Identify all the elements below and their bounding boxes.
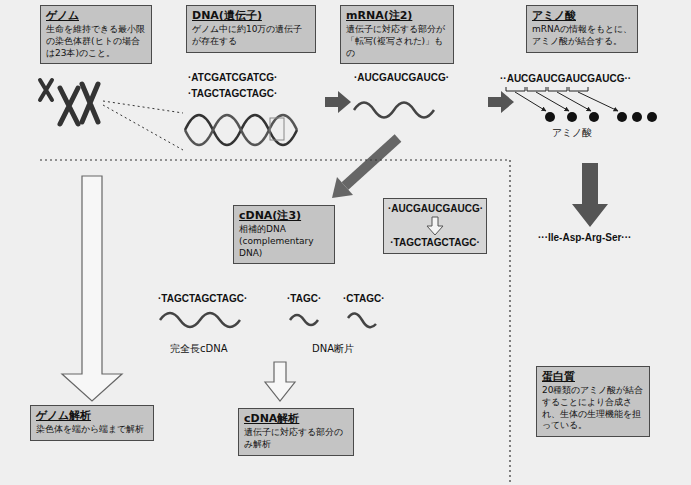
- box-heading: cDNA(注3): [239, 209, 329, 223]
- amino-acid-dot: [632, 112, 642, 122]
- sequence-box: ·AUCGAUCGAUCG· ·TAGCTAGCTAGC·: [383, 198, 487, 254]
- cdna-strand: [160, 313, 240, 327]
- dna-fragment: [290, 315, 318, 325]
- box-body: 遺伝子に対応する部分のみ解析: [244, 427, 348, 450]
- box-heading: cDNA解析: [244, 412, 348, 426]
- sequence-text: ·AUCGAUCGAUCG·: [388, 203, 482, 215]
- process-arrow: [325, 91, 351, 113]
- box-body: ゲノム中に約10万の遺伝子が存在する: [192, 24, 310, 47]
- chromosome: [60, 88, 78, 124]
- sequence-label: ·ATCGATCGATCG·: [188, 72, 277, 84]
- box-heading: mRNA(注2): [346, 9, 448, 23]
- dna-strand: [185, 115, 297, 145]
- sequence-label: ··AUCGAUCGAUCGAUCG··: [500, 73, 631, 85]
- caption-label: アミノ酸: [552, 127, 592, 139]
- outline-arrow: [62, 176, 122, 401]
- amino-acid-dot: [589, 112, 599, 122]
- zoom-line: [103, 105, 183, 150]
- sequence-label: ·TAGCTAGCTAGC·: [188, 88, 277, 100]
- box-body: 遺伝子に対応する部分が「転写(複写された)」もの: [346, 24, 448, 59]
- sequence-label: ···Ile-Asp-Arg-Ser···: [538, 232, 631, 244]
- gene-marker: [270, 118, 284, 140]
- sequence-label: ·CTAGC·: [343, 293, 384, 305]
- info-box: アミノ酸mRNAの情報をもとに、アミノ酸が結合する。: [526, 5, 638, 53]
- codon-arrow: [578, 92, 618, 111]
- amino-acid-dot: [567, 112, 577, 122]
- box-heading: アミノ酸: [532, 9, 632, 23]
- sequence-label: ·TAGC·: [287, 293, 321, 305]
- caption-label: 完全長cDNA: [170, 343, 228, 355]
- info-box: mRNA(注2)遺伝子に対応する部分が「転写(複写された)」もの: [340, 5, 454, 64]
- box-body: 相補的DNA (complementary DNA): [239, 224, 329, 259]
- process-arrow: [332, 177, 353, 198]
- outline-arrow: [427, 217, 443, 235]
- divider-line: [40, 159, 510, 160]
- amino-acid-dot: [647, 112, 657, 122]
- sequence-text: ·TAGCTAGCTAGC·: [388, 237, 482, 249]
- divider-line: [509, 160, 510, 485]
- caption-label: DNA断片: [312, 343, 354, 355]
- info-box: cDNA解析遺伝子に対応する部分のみ解析: [238, 408, 354, 456]
- codon-arrow: [536, 92, 569, 111]
- dna-strand: [185, 115, 297, 145]
- box-heading: ゲノム: [46, 9, 146, 23]
- box-heading: DNA(遺伝子): [192, 9, 310, 23]
- outline-arrow: [265, 362, 295, 401]
- outline-arrow: [425, 216, 445, 236]
- info-box: ゲノム解析染色体を端から端まで解析: [30, 405, 154, 441]
- codon-arrow: [557, 92, 591, 111]
- mrna-strand: [354, 103, 434, 118]
- chromosome: [82, 84, 98, 122]
- box-body: mRNAの情報をもとに、アミノ酸が結合する。: [532, 24, 632, 47]
- sequence-label: ·TAGCTAGCTAGC·: [158, 293, 247, 305]
- sequence-label: ·AUCGAUCGAUCG·: [354, 72, 449, 84]
- box-heading: 蛋白質: [542, 370, 644, 384]
- zoom-line: [103, 101, 183, 113]
- amino-acid-dot: [617, 112, 627, 122]
- chromosome: [40, 80, 52, 100]
- info-box: DNA(遺伝子)ゲノム中に約10万の遺伝子が存在する: [186, 5, 316, 53]
- box-body: 生命を維持できる最小限の染色体群(ヒトの場合は23本)のこと。: [46, 24, 146, 59]
- info-box: cDNA(注3)相補的DNA (complementary DNA): [233, 205, 335, 264]
- process-arrow: [345, 138, 398, 186]
- box-heading: ゲノム解析: [36, 409, 148, 423]
- dna-fragment: [348, 313, 376, 327]
- info-box: ゲノム生命を維持できる最小限の染色体群(ヒトの場合は23本)のこと。: [40, 5, 152, 64]
- process-arrow: [488, 91, 514, 113]
- info-box: 蛋白質20種類のアミノ酸が結合することにより合成され、生体の生理機能を担っている…: [536, 366, 650, 437]
- codon-bracket: [506, 87, 588, 91]
- process-arrow: [572, 163, 608, 227]
- box-body: 染色体を端から端まで解析: [36, 424, 148, 436]
- amino-acid-dot: [545, 112, 555, 122]
- box-body: 20種類のアミノ酸が結合することにより合成され、生体の生理機能を担っている。: [542, 385, 644, 432]
